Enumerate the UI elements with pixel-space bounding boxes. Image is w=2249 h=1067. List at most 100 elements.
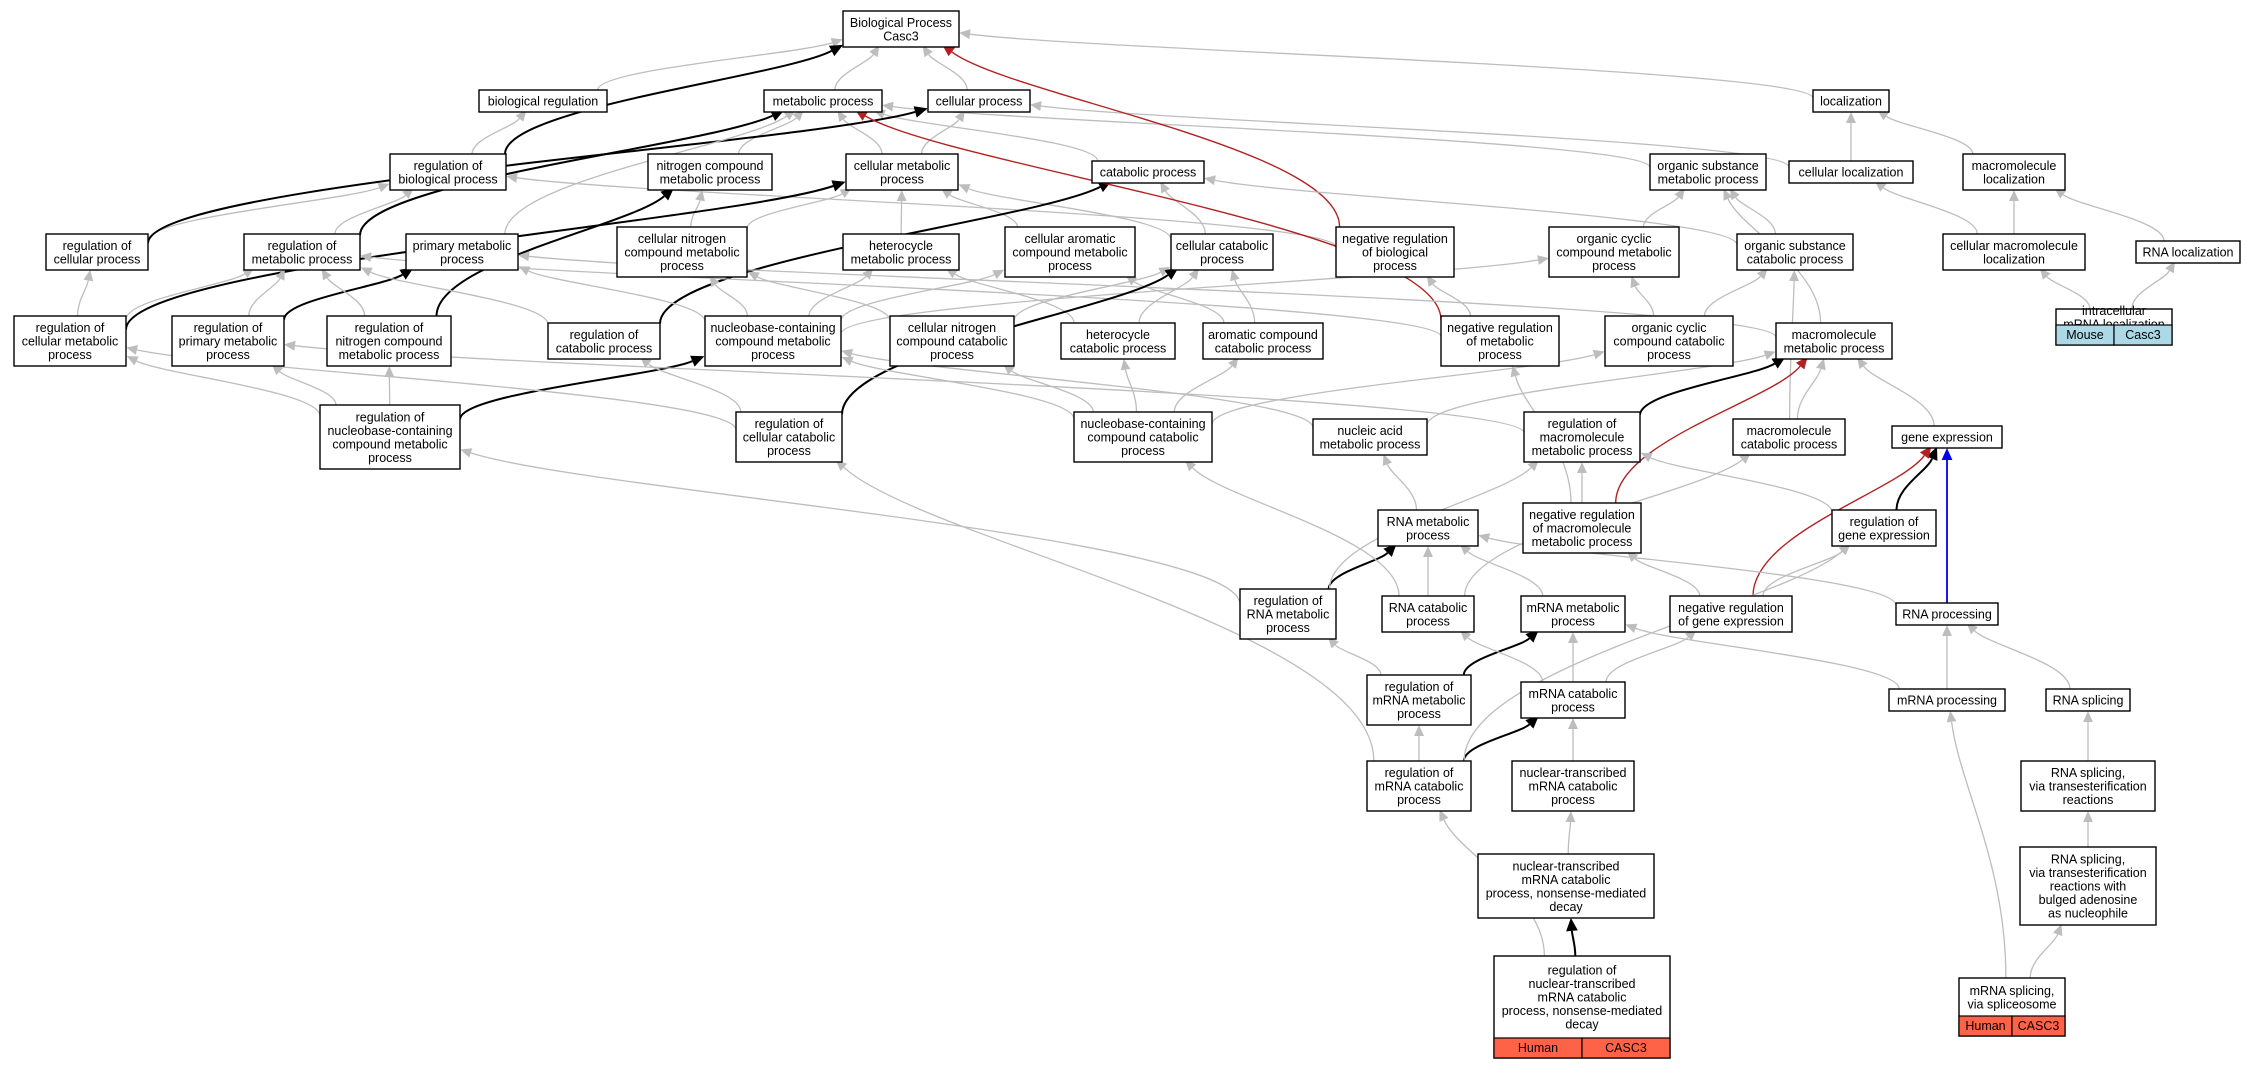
node-label-line: via transesterification xyxy=(2029,780,2146,794)
go-term-node-rnaspltrans[interactable]: RNA splicing,via transesterificationreac… xyxy=(2020,760,2156,812)
node-label-line: organic cyclic xyxy=(1576,232,1651,246)
go-term-node-regnbc[interactable]: regulation ofnucleobase-containingcompou… xyxy=(319,404,461,470)
node-box xyxy=(405,233,519,271)
arrowhead xyxy=(518,251,530,262)
edge-macroloc-to-localization xyxy=(1885,115,1974,155)
node-box xyxy=(2045,688,2131,712)
node-label-line: regulation of xyxy=(1385,766,1454,780)
node-label-line: negative regulation xyxy=(1447,321,1553,335)
node-label-line: process xyxy=(751,348,795,362)
node-label-line: compound catabolic xyxy=(896,335,1007,349)
edge-catab-to-metab xyxy=(883,113,1099,162)
arrowhead xyxy=(2009,190,2019,201)
arrowhead xyxy=(1946,710,1957,723)
go-term-node-geneexp[interactable]: gene expression xyxy=(1891,425,2003,449)
go-term-node-catab[interactable]: catabolic process xyxy=(1091,160,1205,184)
node-label-line: macromolecule xyxy=(1792,328,1877,342)
go-term-node-bioreg[interactable]: biological regulation xyxy=(478,89,608,113)
node-label-line: RNA localization xyxy=(2142,246,2233,260)
edge-reggeneexp-to-regmacro xyxy=(1650,457,1833,513)
arrowhead xyxy=(1857,357,1868,369)
node-label-line: primary metabolic xyxy=(413,239,512,253)
go-term-node-cellproc[interactable]: cellular process xyxy=(927,89,1031,113)
node-label-line: RNA splicing, xyxy=(2051,766,2125,780)
arrowhead xyxy=(1382,454,1392,466)
node-label-line: process xyxy=(1397,707,1441,721)
arrowhead xyxy=(126,345,138,355)
go-term-node-rnasplbulged[interactable]: RNA splicing,via transesterificationreac… xyxy=(2019,846,2157,926)
edge-nbcmetab-to-orgcyc xyxy=(840,259,1539,335)
node-label-line: regulation of xyxy=(63,239,132,253)
go-term-node-cellloc[interactable]: cellular localization xyxy=(1788,160,1914,184)
node-label-line: metabolic process xyxy=(252,252,353,266)
go-term-node-rnaloc[interactable]: RNA localization xyxy=(2135,240,2241,264)
node-label-line: regulation of xyxy=(1254,594,1323,608)
edge-heterocat-to-hetero xyxy=(954,273,1075,324)
edge-nbcmetab-to-hetero xyxy=(808,275,867,317)
node-box xyxy=(1520,681,1626,719)
arrowhead xyxy=(284,340,296,351)
edge-mrnacat-to-negreggene xyxy=(1605,636,1689,683)
node-box xyxy=(616,226,748,278)
go-term-node-metab[interactable]: metabolic process xyxy=(763,89,883,113)
node-label-line: mRNA catabolic xyxy=(1375,780,1464,794)
node-box xyxy=(1239,588,1337,640)
node-box xyxy=(1891,425,2003,449)
go-term-node-rnaproc[interactable]: RNA processing xyxy=(1895,602,1999,626)
arrowhead xyxy=(695,189,705,202)
go-term-node-localization[interactable]: localization xyxy=(1812,89,1890,113)
go-term-node-mrnaproc[interactable]: mRNA processing xyxy=(1888,688,2006,712)
node-label-line: intracellular xyxy=(2082,304,2146,318)
go-term-node-rnasplice[interactable]: RNA splicing xyxy=(2045,688,2131,712)
arrowhead xyxy=(831,180,846,192)
